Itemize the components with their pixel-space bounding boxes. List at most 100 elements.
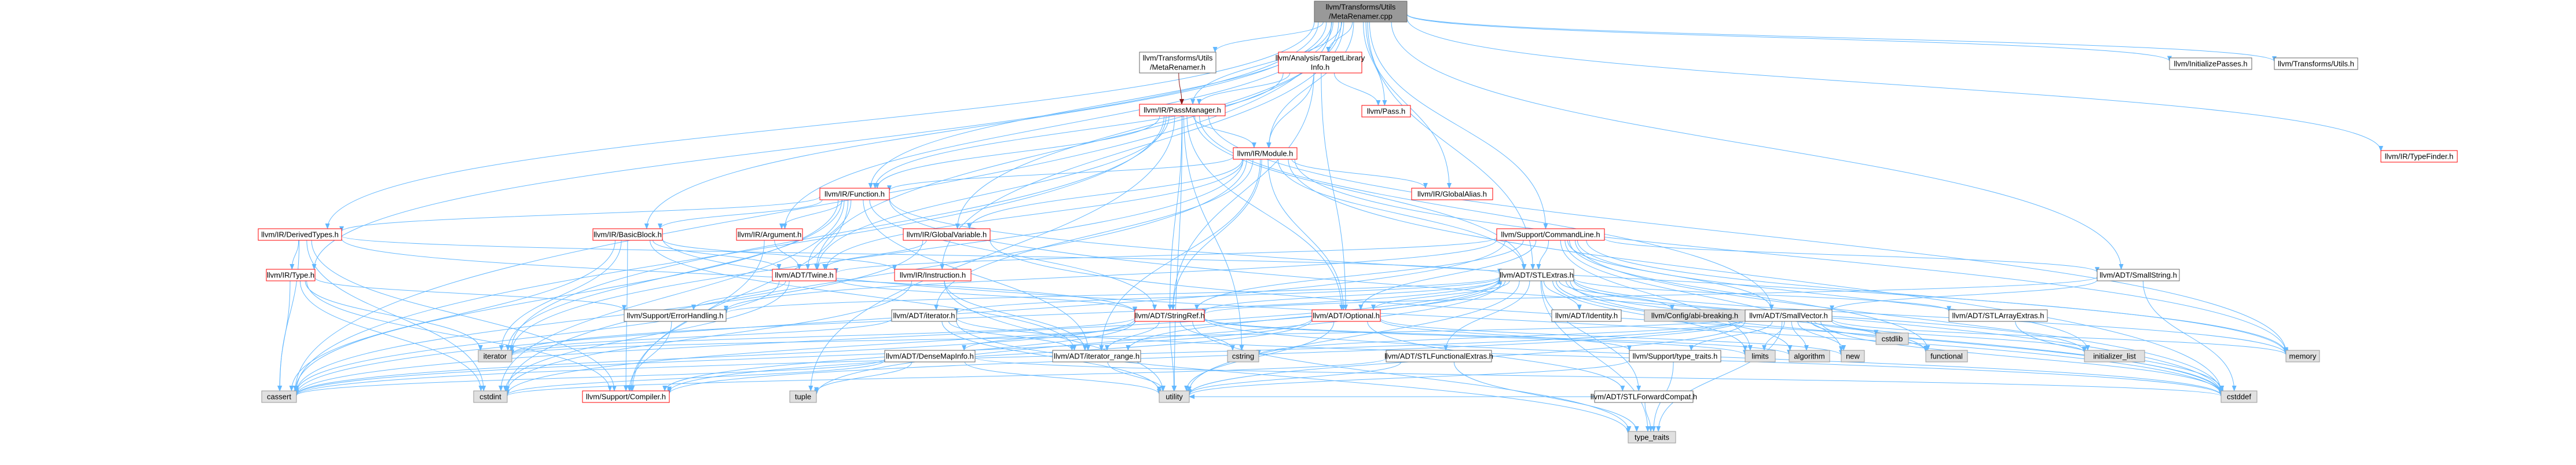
node-opt[interactable]: llvm/ADT/Optional.h (1311, 309, 1381, 322)
node-box-dt (258, 228, 342, 241)
node-box-initlist (2084, 350, 2145, 363)
edge-dmi-to-cassert (294, 358, 885, 397)
node-label-initp: llvm/InitializePasses.h (2174, 60, 2247, 68)
node-dt[interactable]: llvm/IR/DerivedTypes.h (258, 228, 342, 241)
edge-mod-to-ga (1291, 159, 1428, 189)
edge-root-to-sstr (1391, 21, 2124, 270)
node-sfe[interactable]: llvm/ADT/STLFunctionalExtras.h (1384, 350, 1493, 363)
node-svec[interactable]: llvm/ADT/SmallVector.h (1745, 309, 1833, 322)
node-cstddef: cstddef (2220, 390, 2258, 403)
node-irange[interactable]: llvm/ADT/iterator_range.h (1052, 350, 1141, 363)
node-box-opt (1311, 309, 1381, 322)
edge-type-to-iterator (305, 280, 483, 351)
node-iter[interactable]: llvm/ADT/iterator.h (891, 309, 957, 322)
node-mod[interactable]: llvm/IR/Module.h (1233, 147, 1298, 160)
edge-stl-to-typetraits (1540, 280, 1650, 432)
node-box-arg (736, 228, 803, 241)
node-arg[interactable]: llvm/IR/Argument.h (736, 228, 803, 241)
node-box-ident (1551, 309, 1622, 322)
edge-mod-to-cstdint (505, 159, 1247, 392)
node-dmi[interactable]: llvm/ADT/DenseMapInfo.h (884, 350, 976, 363)
node-tf[interactable]: llvm/IR/TypeFinder.h (2380, 150, 2458, 163)
node-label-tuple: tuple (795, 393, 811, 401)
edge-dt-to-type (290, 240, 299, 270)
node-inst[interactable]: llvm/IR/Instruction.h (894, 269, 972, 281)
edge-stl-to-abi (1559, 280, 1674, 310)
edge-pm-to-opt (1186, 115, 1344, 310)
node-cstdlib: cstdlib (1875, 332, 1909, 345)
node-memory: memory (2285, 350, 2320, 363)
node-sae[interactable]: llvm/ADT/STLArrayExtras.h (1948, 309, 2048, 322)
node-stl[interactable]: llvm/ADT/STLExtras.h (1499, 269, 1574, 281)
edge-iter-to-utility (941, 321, 1161, 393)
edge-fn-to-dt (339, 196, 820, 232)
edge-tli-to-mod (1266, 72, 1314, 148)
edge-stl-to-memory (1573, 279, 2288, 355)
node-box-cstring (1227, 350, 1259, 363)
node-box-tf (2380, 150, 2458, 163)
edge-stl-to-opt (1371, 280, 1510, 310)
edge-gv-to-cassert (294, 240, 924, 393)
node-sref[interactable]: llvm/ADT/StringRef.h (1134, 309, 1205, 322)
node-eh[interactable]: llvm/Support/ErrorHandling.h (624, 309, 727, 322)
edge-mod-to-gv (967, 159, 1243, 229)
node-box-bb (592, 228, 663, 241)
node-box-functional (1925, 350, 1968, 363)
node-box-sstr (2097, 269, 2180, 281)
node-label-stl: llvm/ADT/STLExtras.h (1500, 271, 1574, 280)
node-ga[interactable]: llvm/IR/GlobalAlias.h (1411, 188, 1493, 200)
edge-sref-to-utility (1170, 321, 1177, 391)
node-limits: limits (1745, 350, 1776, 363)
node-ident[interactable]: llvm/ADT/Identity.h (1551, 309, 1622, 322)
edge-tli-to-pass (1333, 72, 1381, 106)
node-label-tli: Info.h (1311, 63, 1330, 72)
edge-pm-to-fn (875, 115, 1160, 189)
edge-iter-to-irange (948, 321, 1075, 351)
edge-opt-to-tt (1380, 320, 1632, 352)
node-box-ga (1411, 188, 1493, 200)
edge-sfc-to-typetraits (1644, 402, 1653, 432)
node-label-iterator: iterator (483, 352, 507, 361)
edge-tt-to-utility (1187, 359, 1630, 396)
node-initp[interactable]: llvm/InitializePasses.h (2169, 57, 2252, 70)
node-label-cstring: cstring (1232, 352, 1254, 361)
node-pass[interactable]: llvm/Pass.h (1361, 105, 1411, 118)
node-sstr[interactable]: llvm/ADT/SmallString.h (2097, 269, 2180, 281)
node-label-tu: llvm/Transforms/Utils.h (2278, 60, 2354, 68)
node-pm[interactable]: llvm/IR/PassManager.h (1139, 104, 1226, 116)
node-twine[interactable]: llvm/ADT/Twine.h (772, 269, 837, 281)
edge-sref-to-typetraits (1192, 321, 1632, 432)
node-label-mod: llvm/IR/Module.h (1237, 149, 1294, 158)
node-comp[interactable]: llvm/Support/Compiler.h (582, 390, 670, 403)
node-algorithm: algorithm (1789, 350, 1830, 363)
node-cl[interactable]: llvm/Support/CommandLine.h (1496, 228, 1605, 241)
edge-pm-to-iterator (508, 115, 1167, 351)
node-type[interactable]: llvm/IR/Type.h (266, 269, 316, 281)
node-box-irange (1052, 350, 1141, 363)
node-functional: functional (1925, 350, 1968, 363)
edge-bb-to-cassert (289, 240, 615, 391)
node-bb[interactable]: llvm/IR/BasicBlock.h (592, 228, 663, 241)
node-mrh[interactable]: llvm/Transforms/Utils/MetaRenamer.h (1139, 52, 1216, 74)
edge-opt-to-utility (1184, 321, 1335, 391)
node-tt[interactable]: llvm/Support/type_traits.h (1629, 350, 1721, 363)
node-gv[interactable]: llvm/IR/GlobalVariable.h (903, 228, 991, 241)
node-box-cassert (261, 390, 297, 403)
node-label-sfe: llvm/ADT/STLFunctionalExtras.h (1384, 352, 1493, 361)
node-fn[interactable]: llvm/IR/Function.h (819, 188, 890, 200)
node-label-memory: memory (2289, 352, 2317, 361)
edge-mod-to-cstddef (1288, 159, 2223, 393)
node-box-svec (1745, 309, 1833, 322)
node-root[interactable]: llvm/Transforms/Utils/MetaRenamer.cpp (1314, 1, 1408, 23)
edge-stl-to-cstdint (505, 279, 1500, 396)
edge-root-to-pm (1190, 21, 1342, 105)
node-label-root: /MetaRenamer.cpp (1329, 12, 1393, 21)
node-label-gv: llvm/IR/GlobalVariable.h (907, 230, 987, 239)
node-label-functional: functional (1930, 352, 1963, 361)
node-sfc[interactable]: llvm/ADT/STLForwardCompat.h (1591, 390, 1697, 403)
node-label-tli: llvm/Analysis/TargetLibrary (1276, 54, 1365, 63)
edge-dt-to-comp (311, 240, 617, 391)
node-typetraits: type_traits (1628, 431, 1676, 444)
node-tu[interactable]: llvm/Transforms/Utils.h (2274, 57, 2358, 70)
